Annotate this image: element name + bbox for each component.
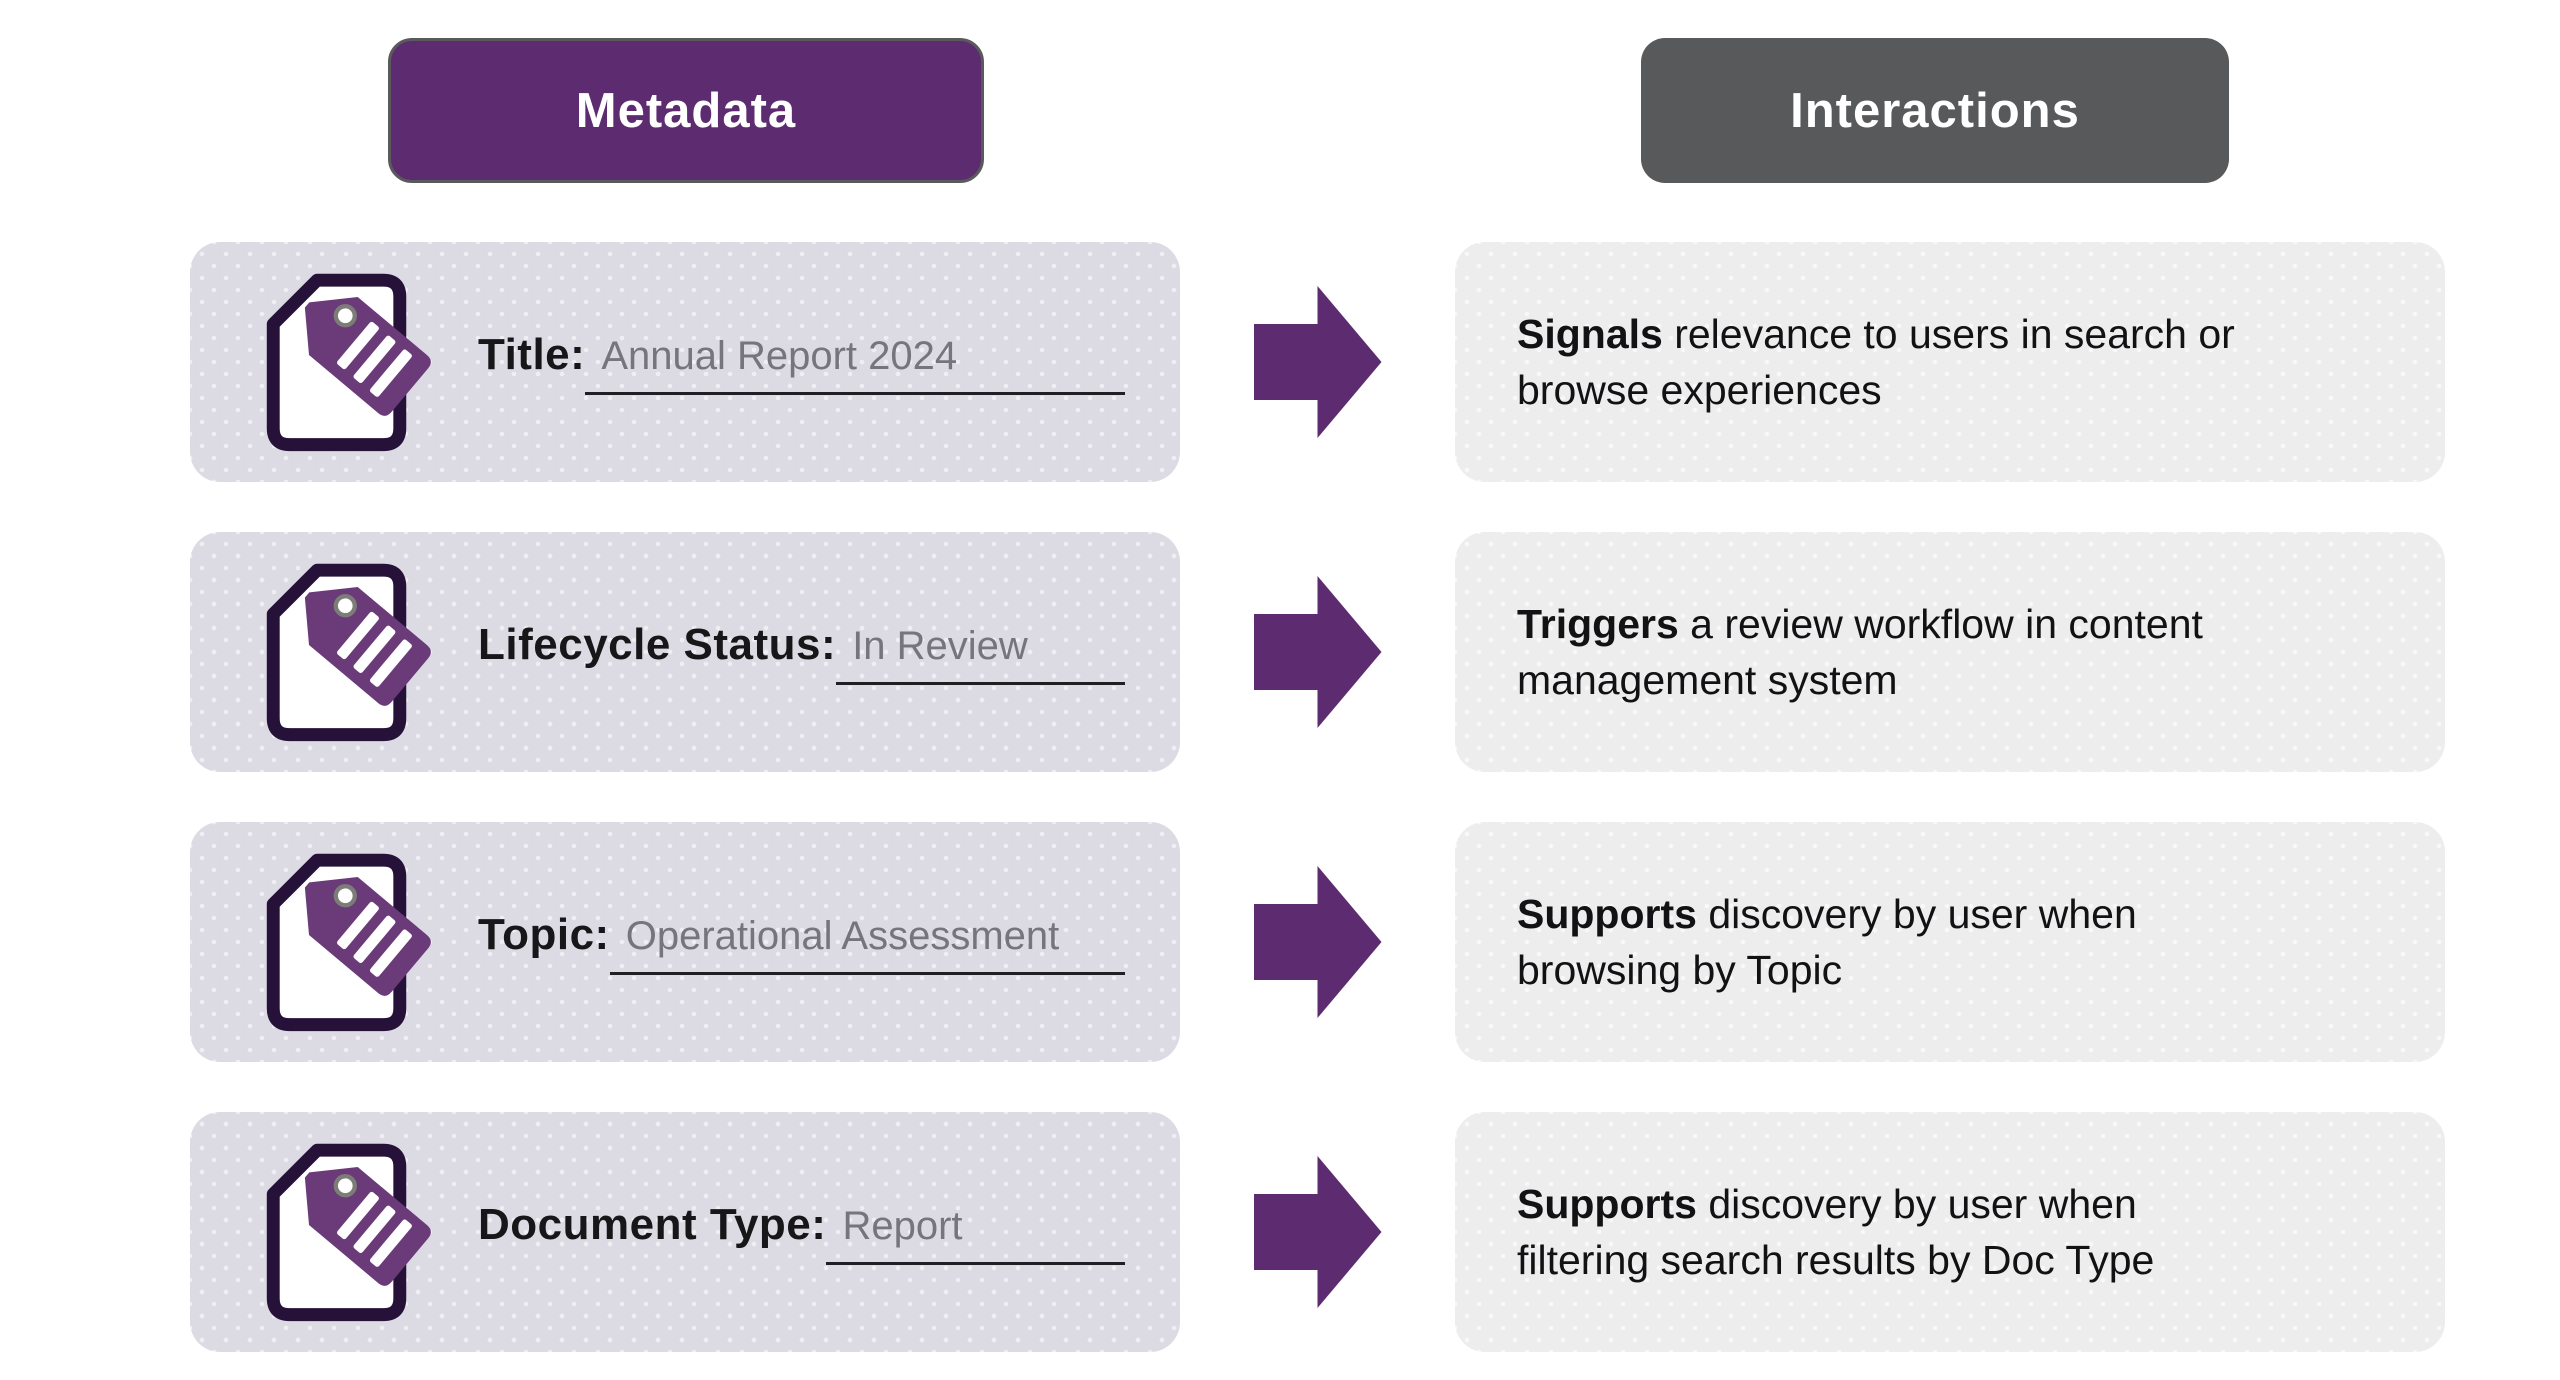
interaction-text: Supports discovery by user when browsing…: [1517, 886, 2137, 998]
interaction-text: Signals relevance to users in search or …: [1517, 306, 2235, 418]
interaction-description: discovery by user when filtering search …: [1517, 1180, 2155, 1283]
interaction-keyword: Supports: [1517, 1180, 1697, 1227]
row-title: Title: Annual Report 2024 Signals releva…: [0, 242, 2560, 482]
field-label: Topic:: [478, 909, 610, 959]
arrow-cell: [1180, 242, 1455, 482]
right-arrow-icon: [1253, 1156, 1382, 1308]
interaction-card: Signals relevance to users in search or …: [1455, 242, 2445, 482]
document-tag-icon: [266, 1143, 431, 1322]
field-value: Report: [826, 1204, 1125, 1265]
metadata-field: Document Type: Report: [478, 1200, 1125, 1265]
interaction-description: discovery by user when browsing by Topic: [1517, 890, 2137, 993]
metadata-field: Title: Annual Report 2024: [478, 330, 1125, 395]
interaction-text: Triggers a review workflow in content ma…: [1517, 596, 2203, 708]
metadata-card: Document Type: Report: [190, 1112, 1180, 1352]
row-document-type: Document Type: Report Supports discovery…: [0, 1112, 2560, 1352]
field-label: Title:: [478, 329, 586, 379]
row-lifecycle-status: Lifecycle Status: In Review Triggers a r…: [0, 532, 2560, 772]
interaction-description: relevance to users in search or browse e…: [1517, 310, 2235, 413]
metadata-field: Lifecycle Status: In Review: [478, 620, 1125, 685]
metadata-field: Topic: Operational Assessment: [478, 910, 1125, 975]
document-tag-icon: [266, 273, 431, 452]
document-tag-icon: [266, 853, 431, 1032]
metadata-column-header: Metadata: [388, 38, 984, 183]
interaction-text: Supports discovery by user when filterin…: [1517, 1176, 2154, 1288]
interactions-header-label: Interactions: [1790, 83, 2080, 138]
interactions-column-header: Interactions: [1641, 38, 2229, 183]
arrow-cell: [1180, 532, 1455, 772]
right-arrow-icon: [1253, 576, 1382, 728]
right-arrow-icon: [1253, 866, 1382, 1018]
right-arrow-icon: [1253, 286, 1382, 438]
interaction-keyword: Signals: [1517, 310, 1663, 357]
interaction-description: a review workflow in content management …: [1517, 600, 2203, 703]
interaction-card: Triggers a review workflow in content ma…: [1455, 532, 2445, 772]
arrow-cell: [1180, 1112, 1455, 1352]
interaction-card: Supports discovery by user when filterin…: [1455, 1112, 2445, 1352]
metadata-card: Lifecycle Status: In Review: [190, 532, 1180, 772]
document-tag-icon: [266, 563, 431, 742]
field-value: Annual Report 2024: [585, 334, 1125, 395]
field-value: In Review: [836, 624, 1125, 685]
field-value: Operational Assessment: [609, 914, 1125, 975]
field-label: Document Type:: [478, 1199, 827, 1249]
field-label: Lifecycle Status:: [478, 619, 837, 669]
metadata-header-label: Metadata: [575, 83, 797, 138]
interaction-keyword: Supports: [1517, 890, 1697, 937]
arrow-cell: [1180, 822, 1455, 1062]
interaction-keyword: Triggers: [1517, 600, 1679, 647]
row-topic: Topic: Operational Assessment Supports d…: [0, 822, 2560, 1062]
metadata-card: Topic: Operational Assessment: [190, 822, 1180, 1062]
interaction-card: Supports discovery by user when browsing…: [1455, 822, 2445, 1062]
diagram-rows: Title: Annual Report 2024 Signals releva…: [0, 242, 2560, 1352]
metadata-card: Title: Annual Report 2024: [190, 242, 1180, 482]
